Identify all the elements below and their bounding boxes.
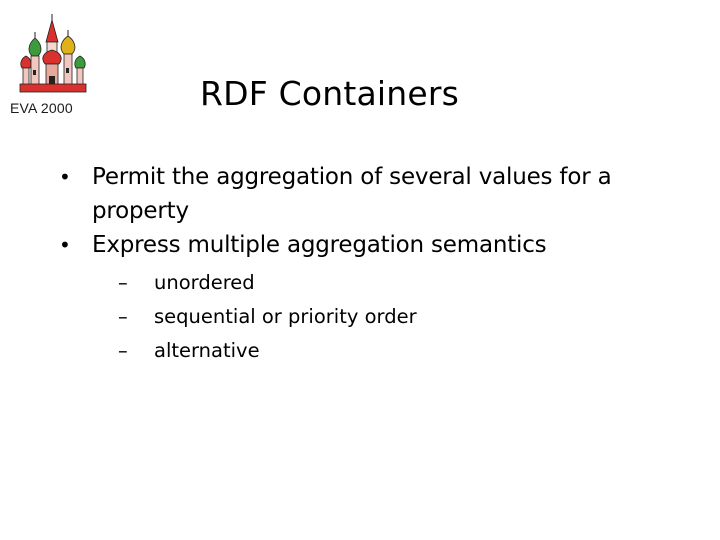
bullet-list: • Permit the aggregation of several valu… (56, 160, 696, 368)
bullet-dot: • (59, 233, 71, 257)
sub-bullet-text: unordered (154, 271, 255, 294)
bullet-dot: • (59, 165, 71, 189)
sub-bullet-text: sequential or priority order (154, 305, 417, 328)
bullet-text: Express multiple aggregation semantics (92, 232, 547, 258)
bullet-text: Permit the aggregation of several values… (92, 164, 612, 224)
sub-bullet-item: – alternative (118, 334, 696, 368)
slide-title: RDF Containers (200, 74, 460, 113)
bullet-item: • Permit the aggregation of several valu… (56, 160, 696, 228)
dash-marker: – (118, 271, 128, 294)
logo-caption: EVA 2000 (10, 100, 73, 116)
sub-bullet-text: alternative (154, 339, 260, 362)
bullet-item: • Express multiple aggregation semantics (56, 228, 696, 262)
dash-marker: – (118, 339, 128, 362)
sub-bullet-item: – sequential or priority order (118, 300, 696, 334)
sub-bullet-item: – unordered (118, 266, 696, 300)
sub-bullet-list: – unordered – sequential or priority ord… (118, 266, 696, 368)
dash-marker: – (118, 305, 128, 328)
cathedral-icon (19, 14, 87, 93)
eva-logo: EVA 2000 (6, 12, 100, 120)
